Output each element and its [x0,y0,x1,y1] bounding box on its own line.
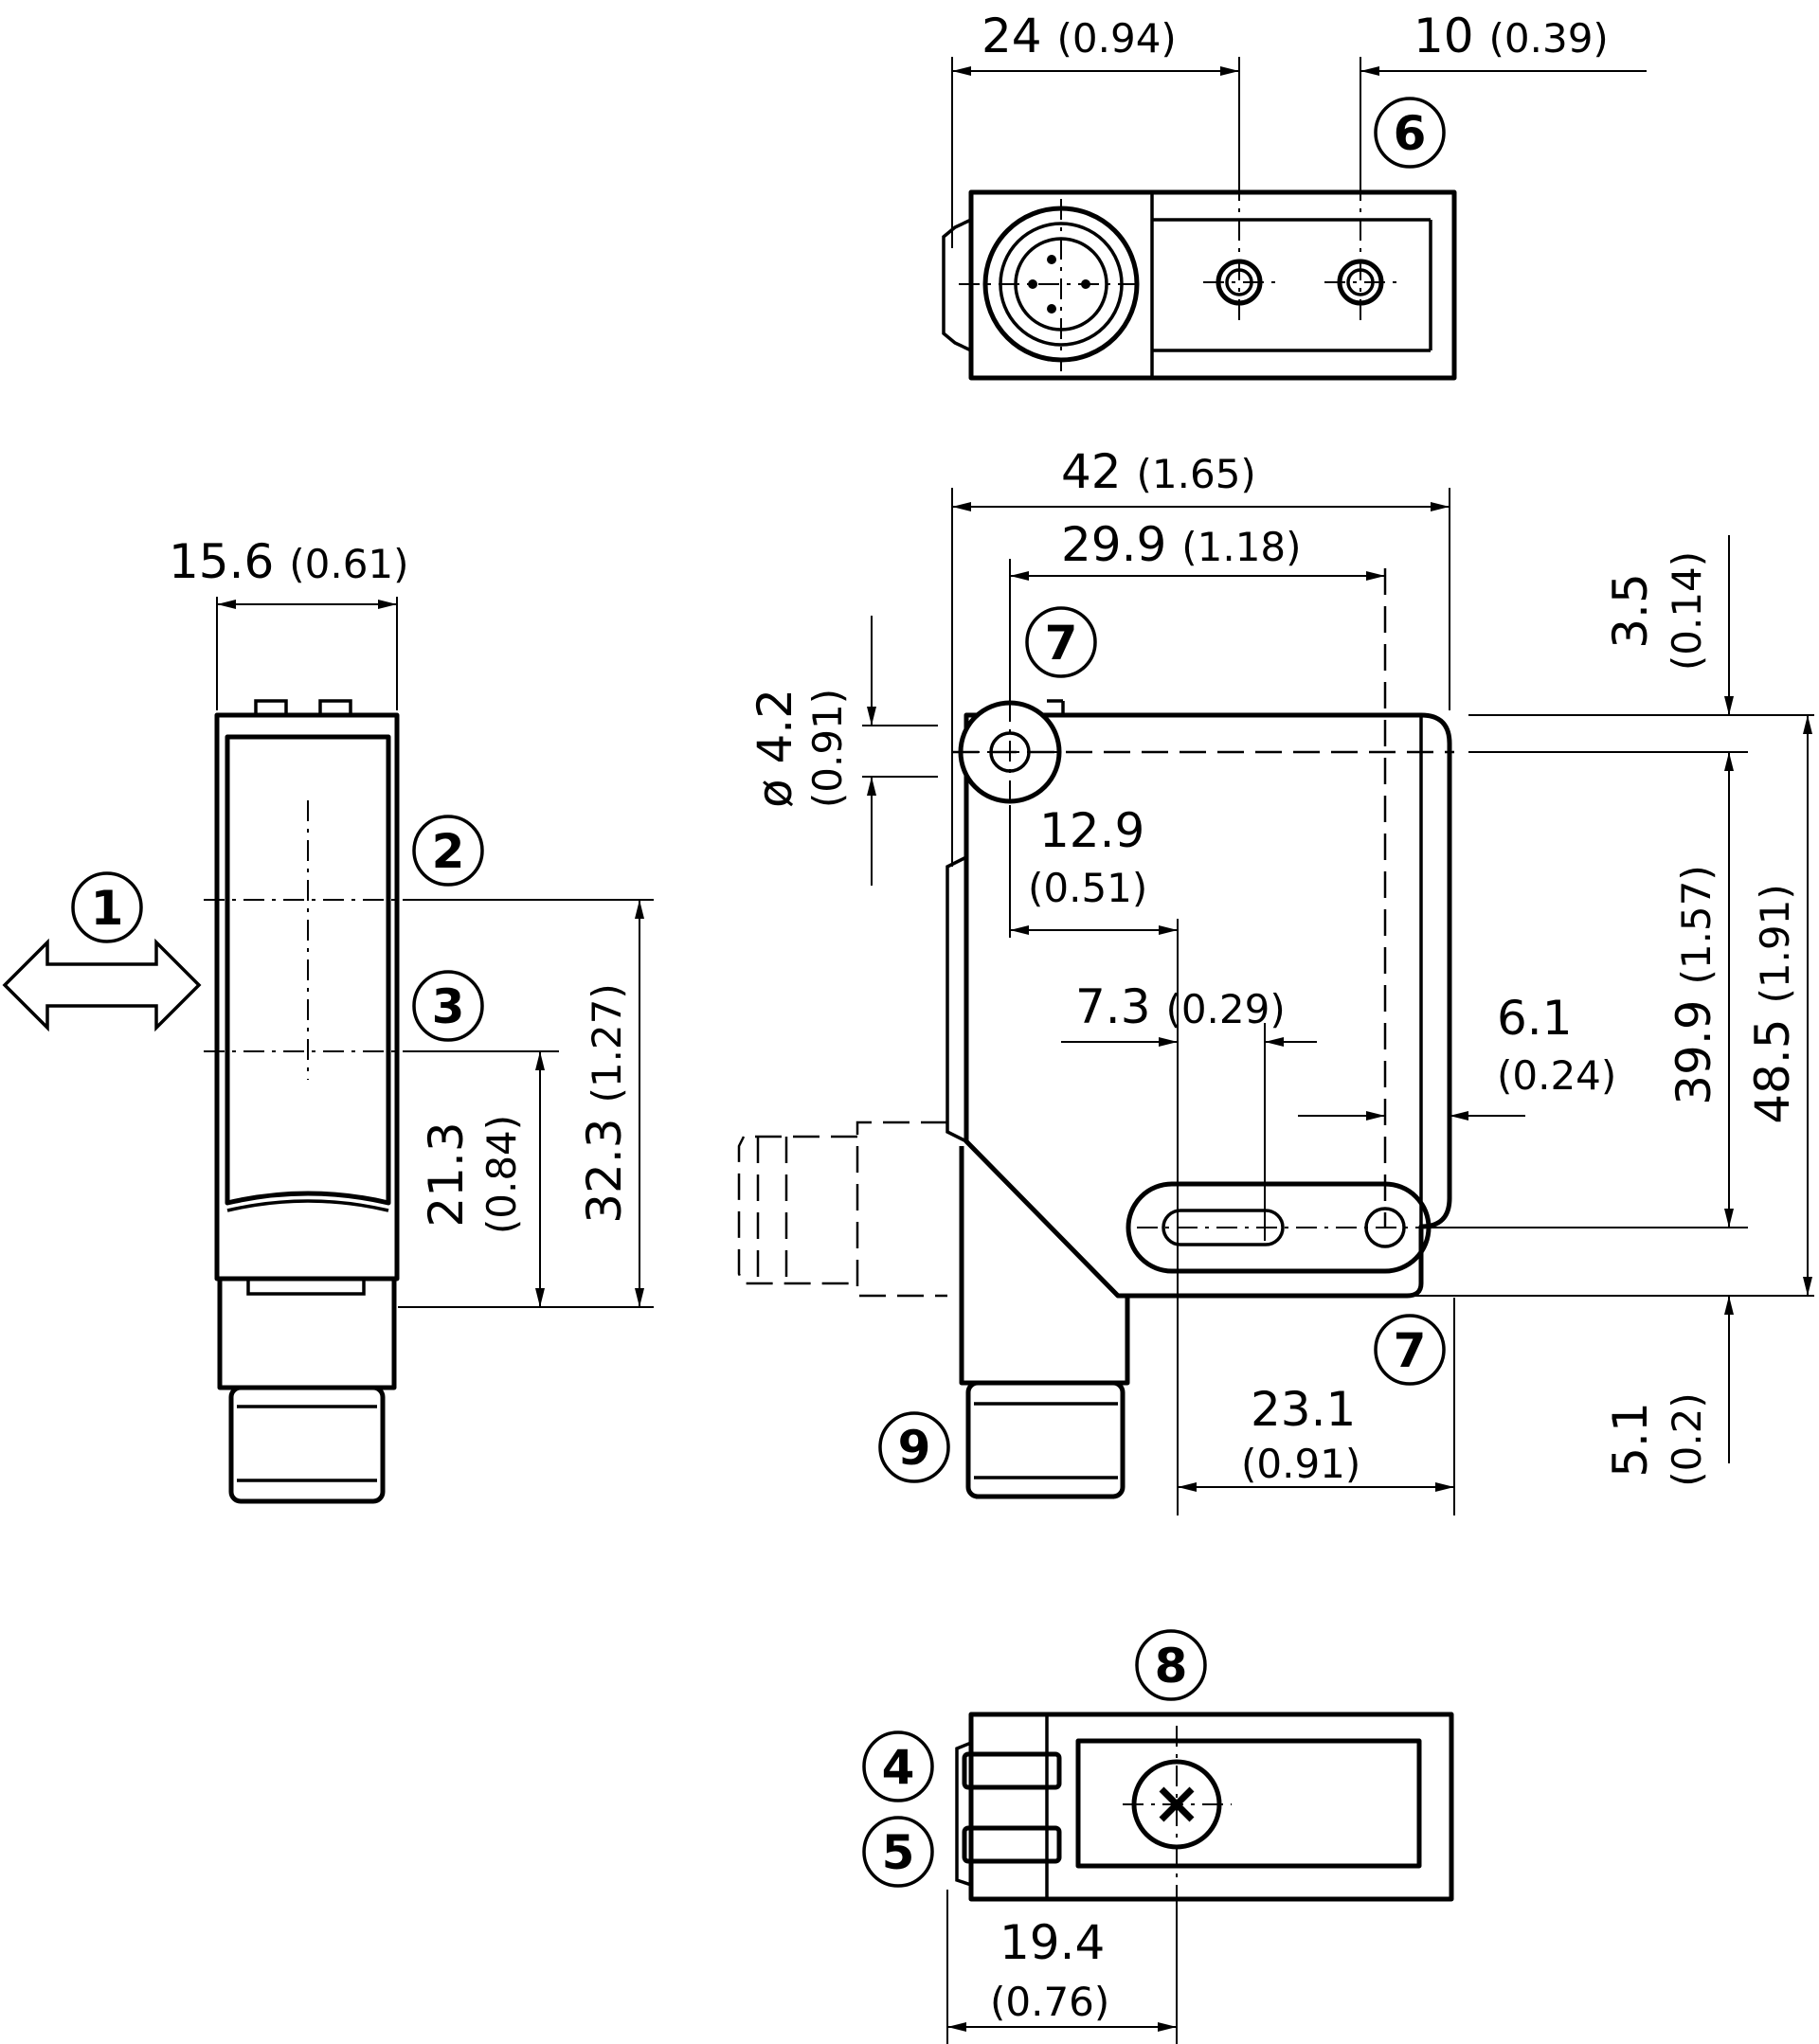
svg-text:8: 8 [1155,1639,1188,1694]
svg-text:(0.76): (0.76) [990,1979,1109,2025]
ghost-connector [737,1121,947,1298]
top-width-dimension: 24 (0.94) 10 (0.39) [951,9,1647,248]
svg-text:2: 2 [432,824,465,879]
svg-text:7: 7 [1045,616,1078,671]
callout-1: 1 [71,871,143,943]
top-view [942,180,1457,381]
front-centerlines [952,568,1454,1228]
svg-text:15.6 (0.61): 15.6 (0.61) [169,534,409,589]
callout-6: 6 [1374,97,1446,169]
callout-7-top: 7 [1025,606,1097,678]
svg-text:(0.84): (0.84) [478,1115,525,1234]
svg-text:24 (0.94): 24 (0.94) [982,9,1177,63]
side-height-dimensions: 21.3 (0.84) 32.3 (1.27) [398,899,654,1308]
svg-text:32.3 (1.27): 32.3 (1.27) [577,983,632,1224]
svg-text:12.9: 12.9 [1039,803,1144,858]
svg-text:7: 7 [1394,1323,1427,1378]
double-arrow-icon [2,938,202,1032]
svg-text:23.1: 23.1 [1251,1382,1356,1437]
svg-text:5: 5 [882,1825,915,1880]
svg-text:ø 4.2: ø 4.2 [747,689,802,808]
svg-text:19.4: 19.4 [1000,1915,1105,1970]
svg-text:3.5: 3.5 [1603,573,1658,649]
callout-5: 5 [862,1816,934,1888]
callout-9: 9 [878,1411,950,1483]
svg-text:7.3 (0.29): 7.3 (0.29) [1075,979,1286,1034]
svg-text:9: 9 [898,1421,931,1476]
svg-text:(0.14): (0.14) [1664,551,1710,671]
svg-text:(0.51): (0.51) [1028,865,1147,911]
callout-4: 4 [862,1730,934,1802]
callout-8: 8 [1135,1629,1207,1701]
callout-3: 3 [412,970,484,1042]
svg-text:6.1: 6.1 [1497,991,1573,1046]
side-view [204,699,417,1504]
svg-text:39.9 (1.57): 39.9 (1.57) [1666,865,1721,1105]
front-horizontal-dimensions: 42 (1.65) 29.9 (1.18) 12.9 (0.51) 7.3 (0… [951,444,1616,1515]
svg-text:4: 4 [882,1740,915,1795]
front-vertical-dimensions: ø 4.2 (0.91) 3.5 (0.14) 39.9 (1.57) 48.5… [747,535,1814,1487]
svg-text:(0.91): (0.91) [804,689,851,808]
rear-offset-dimension: 19.4 (0.76) [946,1885,1178,2044]
svg-text:(0.91): (0.91) [1241,1441,1360,1487]
svg-text:5.1: 5.1 [1603,1402,1658,1478]
side-width-dimension: 15.6 (0.61) [169,534,409,710]
svg-text:42 (1.65): 42 (1.65) [1061,444,1256,499]
svg-text:(0.2): (0.2) [1664,1392,1710,1487]
svg-text:29.9 (1.18): 29.9 (1.18) [1061,517,1302,572]
callout-2: 2 [412,815,484,887]
callout-7-bottom: 7 [1374,1314,1446,1386]
front-view [946,699,1452,1499]
svg-text:10 (0.39): 10 (0.39) [1414,9,1609,63]
rear-view [955,1712,1454,1902]
svg-text:1: 1 [91,881,124,936]
svg-text:48.5 (1.91): 48.5 (1.91) [1745,884,1800,1124]
svg-text:6: 6 [1394,106,1427,161]
svg-text:3: 3 [432,979,465,1034]
svg-text:(0.24): (0.24) [1497,1052,1616,1099]
svg-text:21.3: 21.3 [419,1121,474,1227]
